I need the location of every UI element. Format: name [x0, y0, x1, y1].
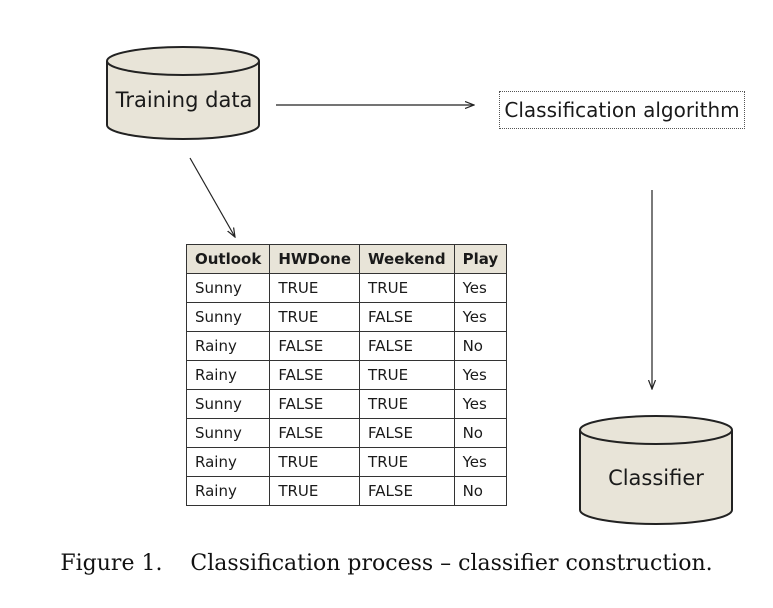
cell-play: No — [453, 418, 508, 448]
training-data-label: Training data — [115, 88, 253, 112]
cell-hwdone: FALSE — [269, 331, 361, 361]
cell-outlook: Rainy — [185, 476, 271, 506]
classification-algorithm-label: Classification algorithm — [504, 98, 740, 122]
cell-weekend: TRUE — [359, 447, 455, 477]
cell-outlook: Sunny — [185, 389, 271, 419]
classification-algorithm-box: Classification algorithm — [499, 91, 745, 129]
cell-hwdone: TRUE — [269, 447, 361, 477]
cell-outlook: Sunny — [185, 273, 271, 303]
cell-play: Yes — [453, 273, 508, 303]
classifier-label: Classifier — [608, 466, 704, 490]
table-row: Rainy TRUE FALSE No — [185, 476, 508, 506]
table-row: Sunny FALSE FALSE No — [185, 418, 508, 448]
cell-weekend: FALSE — [359, 418, 455, 448]
cell-outlook: Rainy — [185, 331, 271, 361]
cell-play: No — [453, 476, 508, 506]
cell-hwdone: FALSE — [269, 418, 361, 448]
cell-outlook: Rainy — [185, 447, 271, 477]
cell-hwdone: TRUE — [269, 476, 361, 506]
table-row: Sunny TRUE TRUE Yes — [185, 273, 508, 303]
cell-outlook: Sunny — [185, 418, 271, 448]
cell-play: Yes — [453, 302, 508, 332]
cell-weekend: TRUE — [359, 389, 455, 419]
cell-hwdone: TRUE — [269, 302, 361, 332]
cell-weekend: TRUE — [359, 360, 455, 390]
training-data-table: Outlook HWDone Weekend Play Sunny TRUE T… — [185, 244, 508, 506]
cell-play: Yes — [453, 360, 508, 390]
cell-weekend: TRUE — [359, 273, 455, 303]
table-row: Rainy TRUE TRUE Yes — [185, 447, 508, 477]
cell-weekend: FALSE — [359, 302, 455, 332]
cell-play: No — [453, 331, 508, 361]
cell-weekend: FALSE — [359, 331, 455, 361]
cell-hwdone: FALSE — [269, 389, 361, 419]
header-weekend: Weekend — [359, 244, 455, 274]
header-outlook: Outlook — [185, 244, 271, 274]
header-play: Play — [453, 244, 508, 274]
table-row: Rainy FALSE TRUE Yes — [185, 360, 508, 390]
classifier-cylinder — [579, 415, 733, 525]
cell-outlook: Rainy — [185, 360, 271, 390]
training-data-cylinder — [106, 46, 260, 140]
table-row: Sunny TRUE FALSE Yes — [185, 302, 508, 332]
header-hwdone: HWDone — [269, 244, 361, 274]
figure-caption: Figure 1. Classification process – class… — [60, 551, 713, 576]
table-row: Rainy FALSE FALSE No — [185, 331, 508, 361]
cell-hwdone: TRUE — [269, 273, 361, 303]
cell-outlook: Sunny — [185, 302, 271, 332]
arrow-training-to-table — [189, 157, 235, 237]
table-row: Sunny FALSE TRUE Yes — [185, 389, 508, 419]
cell-weekend: FALSE — [359, 476, 455, 506]
cell-play: Yes — [453, 447, 508, 477]
cell-hwdone: FALSE — [269, 360, 361, 390]
cell-play: Yes — [453, 389, 508, 419]
table-header-row: Outlook HWDone Weekend Play — [185, 244, 508, 274]
